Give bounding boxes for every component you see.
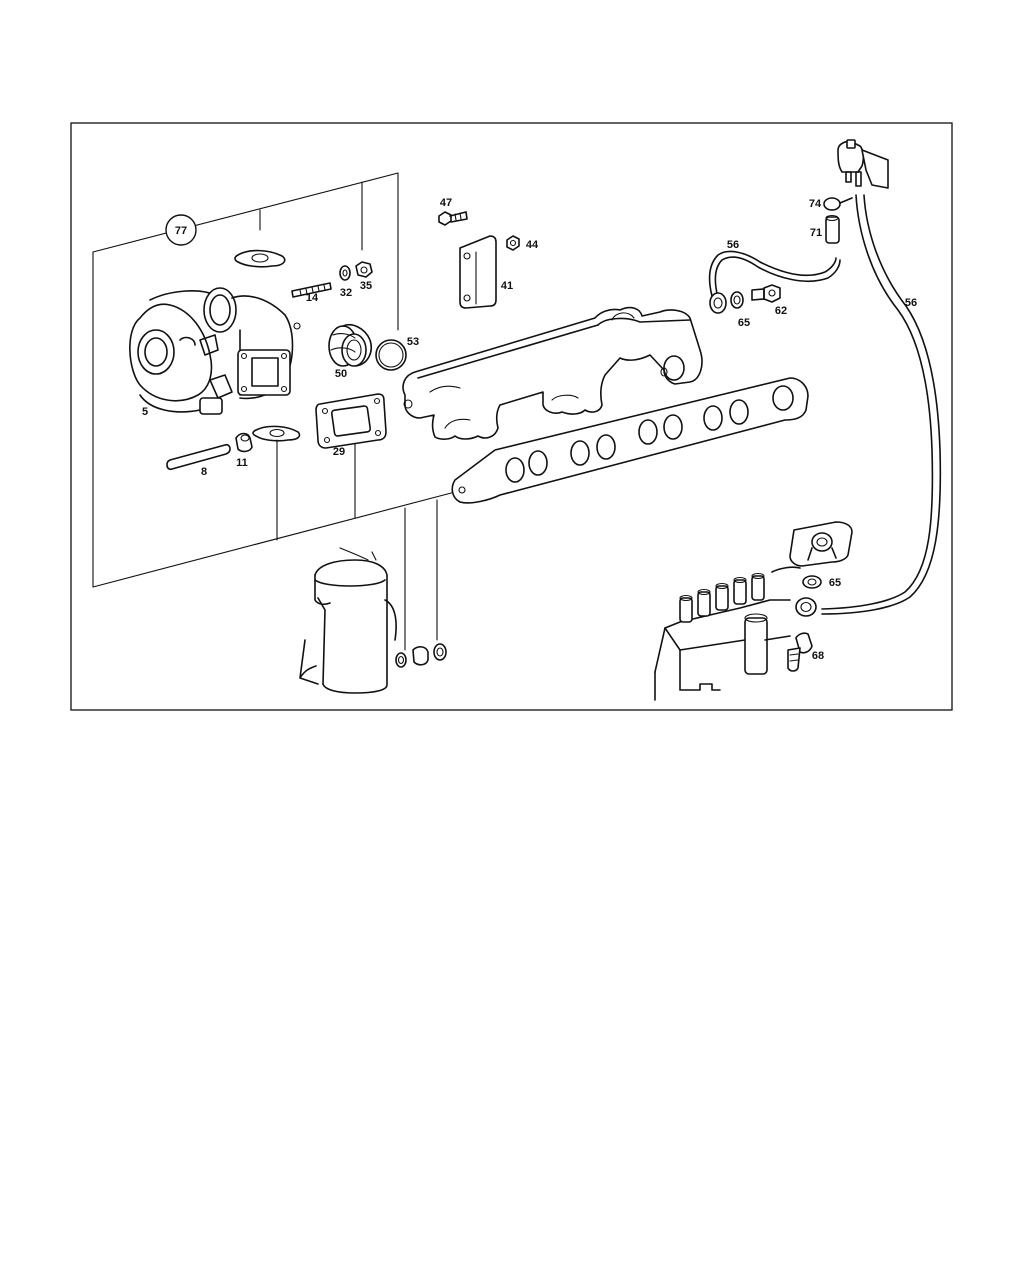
label-65-lower: 65 — [829, 577, 841, 589]
diagram-frame — [70, 122, 953, 711]
label-68: 68 — [812, 650, 824, 662]
washer-part-65-lower — [802, 575, 822, 589]
label-71: 71 — [810, 227, 822, 239]
nut-part-44 — [506, 235, 520, 251]
washer-part-32 — [339, 265, 351, 281]
drain-plug-washers — [395, 643, 447, 668]
label-44: 44 — [526, 239, 539, 251]
sleeve-part-71 — [825, 214, 840, 244]
turbocharger-part-5 — [129, 287, 301, 415]
label-35: 35 — [360, 280, 372, 292]
assembly-group-outline — [92, 172, 456, 651]
stud-part-14 — [291, 282, 332, 298]
label-74: 74 — [809, 198, 822, 210]
label-50: 50 — [335, 368, 347, 380]
exhaust-manifold — [402, 306, 703, 440]
label-41: 41 — [501, 280, 513, 292]
injection-pump — [654, 566, 801, 701]
clamp-part-74 — [823, 197, 853, 211]
banjo-fitting-lower — [795, 597, 817, 617]
filter-cover — [789, 521, 853, 567]
fitting-part-68 — [787, 632, 813, 672]
pipe-part-8 — [166, 443, 231, 471]
bracket-part-41 — [459, 235, 497, 309]
part-labels: 5 8 11 14 29 32 35 41 44 47 50 53 56 56 … — [142, 197, 917, 662]
fitting-part-11 — [235, 432, 253, 453]
label-8: 8 — [201, 466, 207, 478]
label-47: 47 — [440, 197, 452, 209]
group-callout-77: 77 — [165, 214, 197, 246]
oil-filter-housing — [299, 547, 397, 694]
label-11: 11 — [236, 457, 248, 469]
manifold-gasket — [451, 377, 809, 504]
label-56-right: 56 — [905, 297, 917, 309]
label-14: 14 — [306, 292, 319, 304]
nut-part-35 — [355, 261, 373, 278]
gasket-bottom — [252, 425, 301, 442]
label-62: 62 — [775, 305, 787, 317]
valve-component — [837, 139, 889, 189]
label-56-upper: 56 — [727, 239, 739, 251]
label-29: 29 — [333, 446, 345, 458]
label-5: 5 — [142, 406, 148, 418]
label-32: 32 — [340, 287, 352, 299]
pressure-line-part-56-upper — [708, 250, 841, 299]
washer-part-65-upper — [730, 291, 744, 309]
label-65-upper: 65 — [738, 317, 750, 329]
bolt-part-47 — [438, 211, 468, 226]
pressure-line-part-56-right — [821, 194, 942, 615]
o-ring-part-53 — [375, 339, 407, 371]
hose-connector-part-50 — [328, 324, 372, 367]
banjo-bolt-part-62 — [751, 284, 781, 303]
banjo-fitting — [709, 292, 727, 314]
gasket-top — [234, 249, 286, 268]
flange-gasket-part-29 — [315, 393, 387, 449]
label-53: 53 — [407, 336, 419, 348]
group-label: 77 — [175, 225, 187, 237]
